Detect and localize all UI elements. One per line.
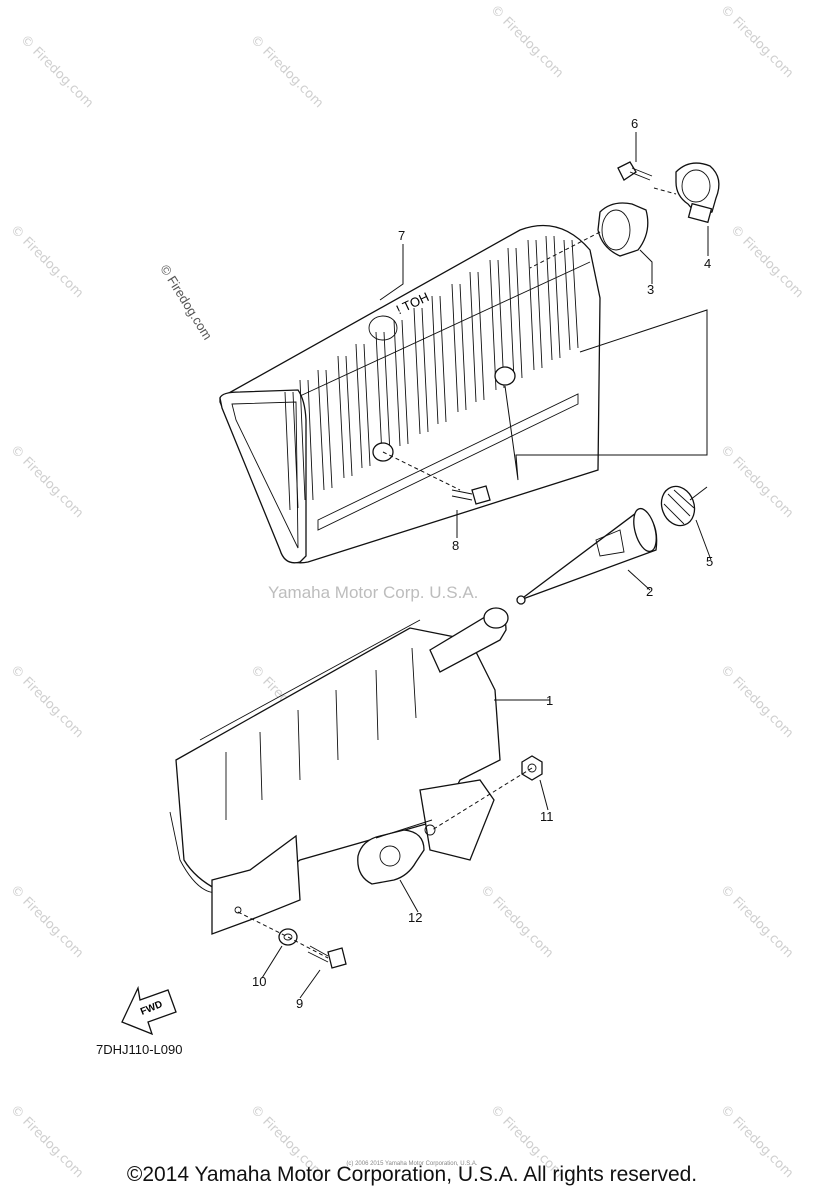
watermark-text: © Firedog.com: [7, 442, 86, 521]
washer-part-10: [278, 928, 298, 946]
bolt-part-8: [451, 485, 491, 505]
watermark-text: © Firedog.com: [717, 882, 796, 961]
sleeve-part-3: [597, 202, 649, 257]
cooling-fins: [284, 235, 579, 511]
watermark-text: © Firedog.com: [487, 2, 566, 81]
bolt-part-9: [307, 945, 347, 969]
watermark-text: © Firedog.com: [717, 2, 796, 81]
callout-8: 8: [452, 538, 459, 553]
watermark-text: © Firedog.com: [7, 222, 86, 301]
watermark-text: © Firedog.com: [7, 662, 86, 741]
heat-protector-part-7: HOT !: [219, 224, 601, 564]
muffler-part-1: [169, 607, 509, 935]
screen-part-5: [660, 485, 696, 527]
watermark-text: © Firedog.com: [247, 32, 326, 111]
leader-lines: [237, 132, 712, 999]
callout-numbers: 6 7 4 3 8 5 2 1 11 12 10 9: [252, 116, 713, 1011]
watermark-text: © Firedog.com: [727, 222, 806, 301]
copyright-footer: ©2014 Yamaha Motor Corporation, U.S.A. A…: [126, 1163, 698, 1186]
spark-arrester-part-2: [516, 507, 658, 605]
fwd-direction-arrow: FWD: [121, 985, 177, 1036]
callout-10: 10: [252, 974, 266, 989]
callout-3: 3: [647, 282, 654, 297]
callout-11: 11: [540, 809, 554, 824]
callout-6: 6: [631, 116, 638, 131]
tiny-copyright-note: (c) 2006 2015 Yamaha Motor Corporation, …: [346, 1161, 478, 1167]
watermark-text: © Firedog.com: [717, 442, 796, 521]
callout-7: 7: [398, 228, 405, 243]
watermark-text: © Firedog.com: [717, 662, 796, 741]
watermark-text: © Firedog.com: [7, 882, 86, 961]
gasket-part-12: [357, 829, 425, 885]
watermark-yamaha: Yamaha Motor Corp. U.S.A.: [268, 583, 479, 602]
callout-9: 9: [296, 996, 303, 1011]
callout-4: 4: [704, 256, 711, 271]
watermark-text: © Firedog.com: [477, 882, 556, 961]
diagram-code: 7DHJ110-L090: [96, 1042, 183, 1057]
callout-2: 2: [646, 584, 653, 599]
watermark-text: © Firedog.com: [17, 32, 96, 111]
callout-12: 12: [408, 910, 422, 925]
callout-5: 5: [706, 554, 713, 569]
callout-1: 1: [546, 693, 553, 708]
bolt-part-6: [617, 161, 653, 181]
clamp-part-4: [675, 162, 720, 224]
